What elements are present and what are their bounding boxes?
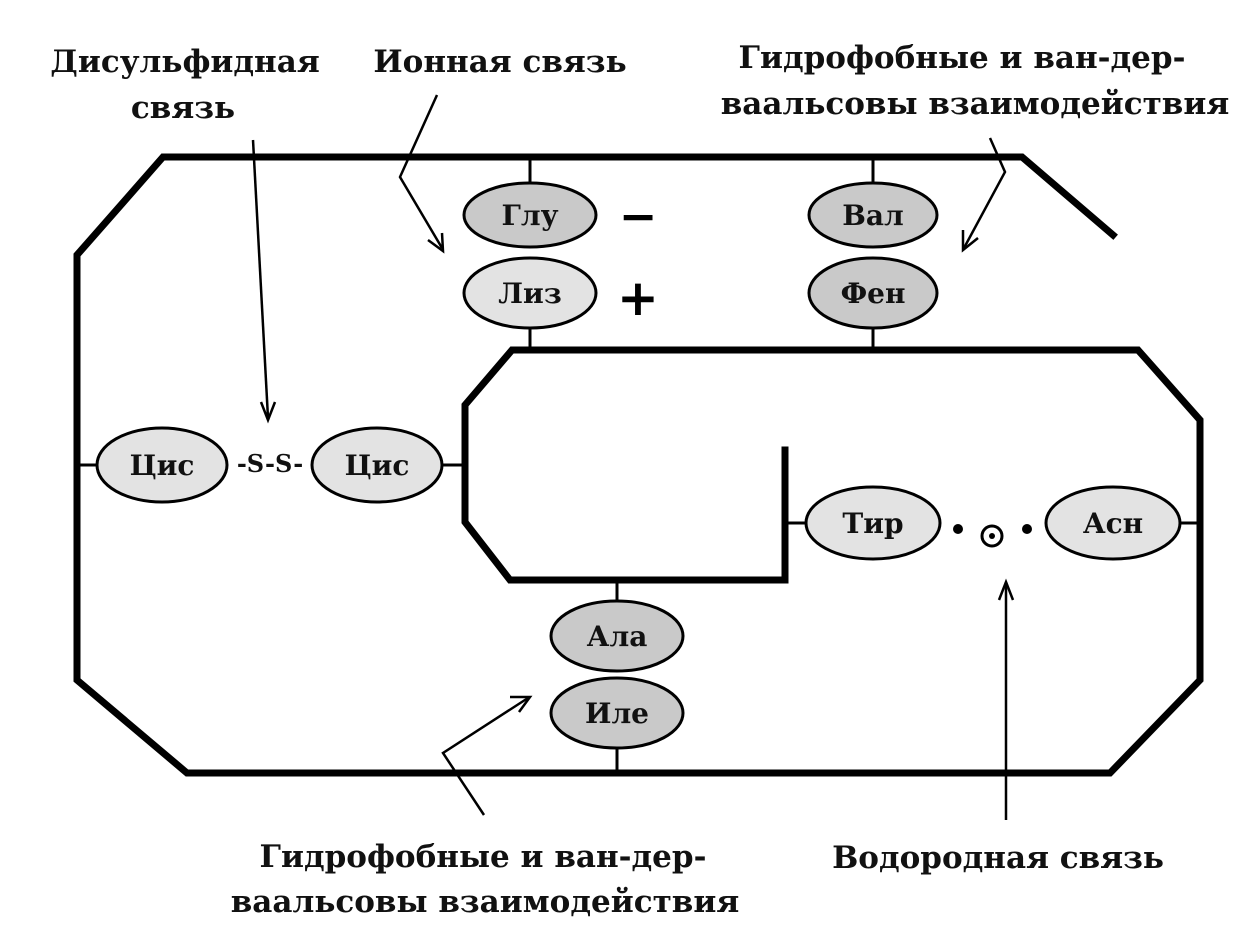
arrow-hydrogen bbox=[997, 578, 1015, 820]
residue-lys: Лиз bbox=[462, 256, 598, 330]
label-hydrophobic-top-line1: Гидрофобные и ван-дер- bbox=[739, 40, 1186, 76]
label-ionic: Ионная связь bbox=[373, 44, 626, 80]
residue-ala-label: Ала bbox=[587, 620, 648, 653]
residue-asn: Асн bbox=[1044, 485, 1182, 561]
label-hydrophobic-top-line2: ваальсовы взаимодействия bbox=[721, 86, 1229, 122]
residue-phe-label: Фен bbox=[841, 277, 906, 310]
residue-val-label: Вал bbox=[842, 199, 904, 232]
arrow-hydrophobic-top bbox=[961, 137, 1007, 253]
residue-phe: Фен bbox=[807, 256, 939, 330]
residue-asn-label: Асн bbox=[1083, 507, 1143, 540]
minus-charge: − bbox=[619, 189, 658, 243]
residue-ile: Иле bbox=[549, 676, 685, 750]
residue-cys-right-label: Цис bbox=[345, 449, 410, 482]
residue-glu-label: Глу bbox=[502, 199, 559, 232]
polypeptide-chain-outer bbox=[73, 153, 1204, 777]
label-hydrophobic-bottom-line2: ваальсовы взаимодействия bbox=[231, 884, 739, 920]
plus-charge: + bbox=[617, 269, 659, 327]
residue-tyr-label: Тир bbox=[842, 507, 903, 540]
residue-val: Вал bbox=[807, 181, 939, 249]
residue-ile-label: Иле bbox=[585, 697, 649, 730]
residue-cys-right: Цис bbox=[310, 426, 444, 504]
arrow-ionic bbox=[398, 94, 445, 254]
hydrogen-bond-dots bbox=[953, 524, 1032, 548]
label-hydrophobic-bottom-line1: Гидрофобные и ван-дер- bbox=[260, 839, 707, 875]
residue-tyr: Тир bbox=[804, 485, 942, 561]
residue-ala: Ала bbox=[549, 599, 685, 673]
residue-cys-left: Цис bbox=[95, 426, 229, 504]
residue-lys-label: Лиз bbox=[498, 277, 561, 310]
residue-cys-left-label: Цис bbox=[130, 449, 195, 482]
arrow-hydrophobic-bottom bbox=[441, 695, 533, 816]
arrow-disulfide bbox=[251, 139, 277, 424]
label-hydrogen: Водородная связь bbox=[832, 840, 1164, 876]
label-disulfide-line1: Дисульфидная bbox=[50, 44, 319, 80]
residue-glu: Глу bbox=[462, 181, 598, 249]
label-disulfide-line2: связь bbox=[131, 90, 235, 126]
disulfide-bridge-label: -S-S- bbox=[237, 449, 303, 478]
